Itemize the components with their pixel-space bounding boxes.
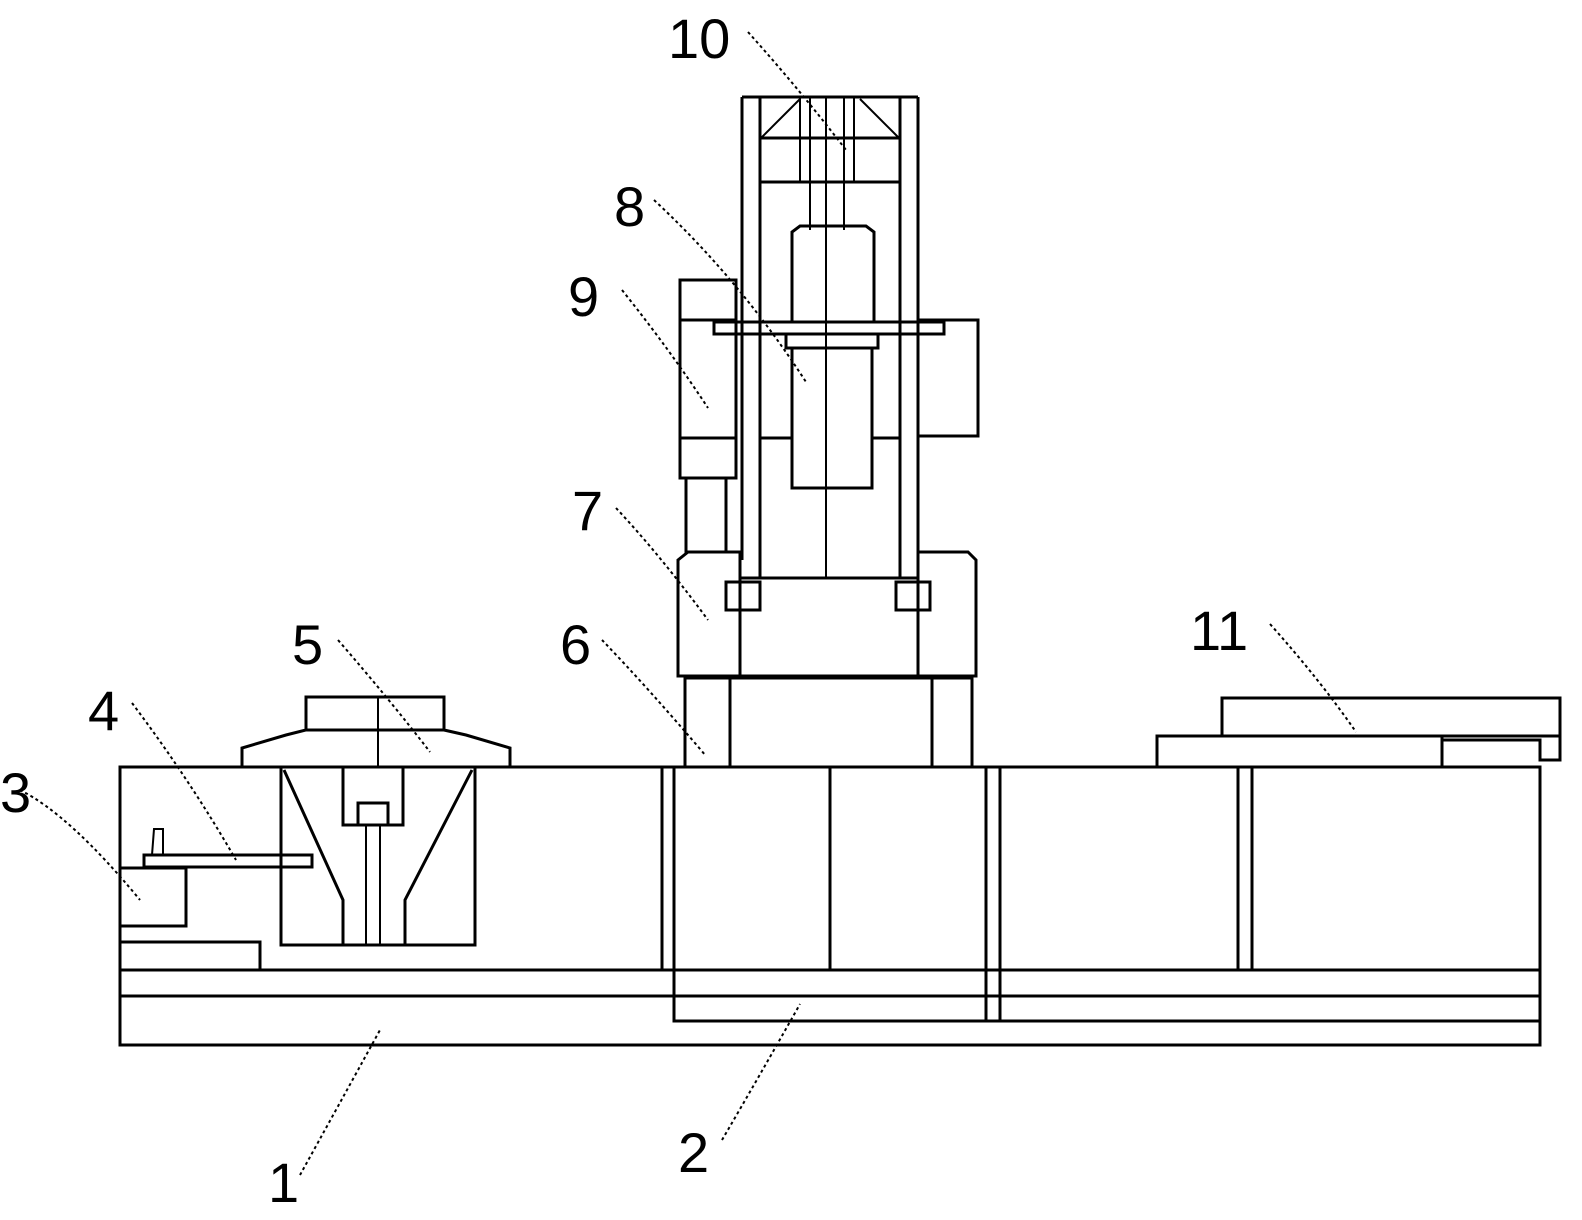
label-part-6: 6 [560, 613, 591, 676]
leader-lines [19, 31, 1357, 1176]
label-part-7: 7 [572, 479, 603, 542]
guide-frame [740, 95, 920, 578]
label-part-1: 1 [268, 1151, 299, 1214]
clamp-ring [676, 550, 978, 678]
label-part-8: 8 [614, 175, 645, 238]
slide-rail [660, 765, 1542, 1023]
label-part-3: 3 [0, 761, 31, 824]
label-part-9: 9 [568, 265, 599, 328]
right-table [1155, 696, 1562, 769]
part-labels: 1 2 3 4 5 6 7 8 9 10 11 [0, 7, 1248, 1214]
label-part-10: 10 [668, 7, 730, 70]
funnel-hopper [240, 695, 512, 947]
top-cylinder [760, 97, 900, 230]
motor-block [120, 866, 188, 928]
label-part-11: 11 [1190, 599, 1248, 662]
lever-plate [142, 828, 314, 869]
side-housing [678, 278, 980, 554]
label-part-5: 5 [292, 613, 323, 676]
column-base [683, 676, 974, 769]
label-part-4: 4 [88, 679, 119, 742]
label-part-2: 2 [678, 1121, 709, 1184]
piston-rod [712, 224, 946, 560]
